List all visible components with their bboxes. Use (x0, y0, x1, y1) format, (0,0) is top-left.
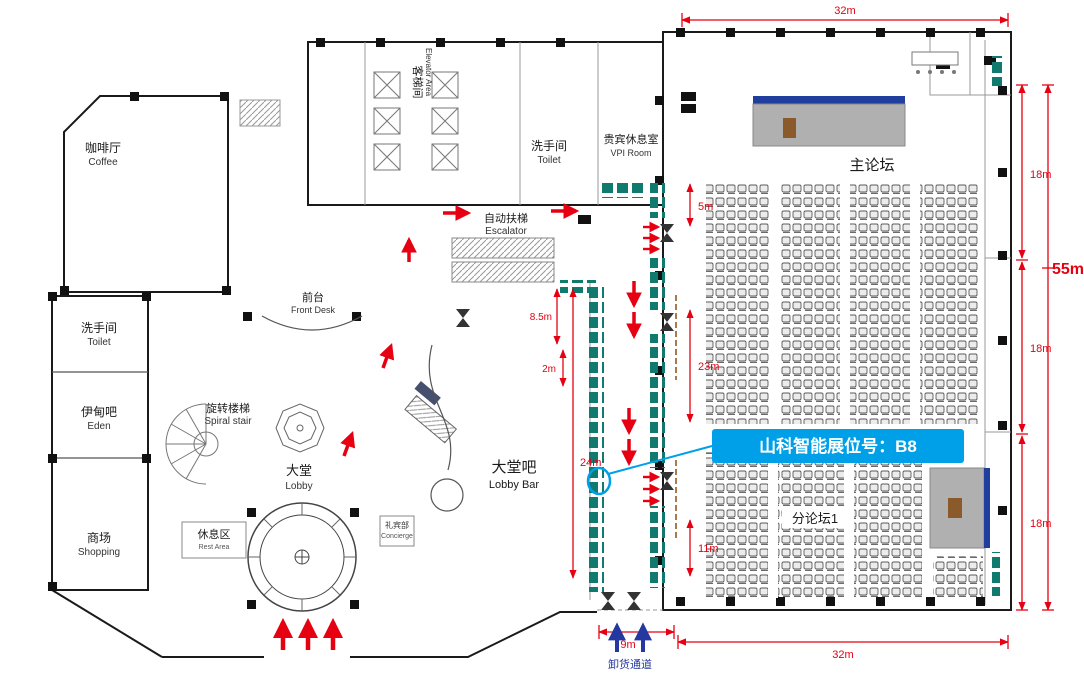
seating-aisles (770, 182, 920, 424)
dim-23m: 23m (698, 361, 719, 373)
spiral-stair-label-en: Spiral stair (204, 416, 252, 427)
callout-box (712, 429, 964, 463)
unloading-arrows (608, 622, 652, 652)
escalator-shape (451, 237, 555, 283)
concierge-label-en: Concierge (381, 533, 413, 540)
booth-highlight-circle (586, 466, 612, 496)
eden-label-zh: 伊甸吧 (81, 405, 117, 419)
vip-room-label-en: VPI Room (610, 148, 651, 158)
lobby-bar-escalator (404, 344, 464, 512)
main-forum-stage (752, 96, 906, 147)
main-forum-label: 主论坛 (849, 157, 894, 174)
dim-18m-2: 18m (1030, 343, 1051, 355)
door-symbols (601, 224, 674, 610)
lobby-label-zh: 大堂 (286, 463, 312, 478)
toilet-top-label-zh: 洗手间 (531, 139, 567, 153)
dim-18m-1: 18m (1030, 169, 1051, 181)
concierge-desk (379, 515, 415, 547)
concierge-label-zh: 礼宾部 (385, 520, 409, 530)
sub-seating-aisles (768, 452, 854, 598)
side-seating (933, 556, 983, 598)
service-stair (239, 99, 281, 127)
lobby-bar-label-en: Lobby Bar (489, 479, 539, 491)
spiral-stair-shape (165, 403, 219, 485)
dim-24m: 24m (580, 457, 601, 469)
door-symbol (456, 309, 470, 327)
booth-callout: 山科智能展位号：B8 (586, 429, 964, 496)
front-desk-label-en: Front Desk (291, 305, 336, 315)
dim-bottom-32m: 32m (832, 649, 853, 661)
dim-18m-3: 18m (1030, 518, 1051, 530)
dim-top-32m: 32m (834, 5, 855, 17)
dim-2m: 2m (542, 364, 556, 375)
rest-area-box (181, 521, 247, 559)
coffee-label-en: Coffee (88, 157, 118, 168)
dim-55m: 55m (1052, 261, 1084, 278)
escalator-label-zh: 自动扶梯 (484, 211, 528, 225)
sub-forum-stage (929, 467, 990, 549)
sub-forum-label: 分论坛1 (792, 511, 838, 526)
toilet-top-label-en: Toilet (537, 155, 561, 166)
elevator-label-en: Elevator Area (424, 48, 433, 97)
dim-5m: 5m (698, 201, 713, 213)
visitor-flow-arrows (272, 203, 661, 650)
dim-9m: 9m (620, 639, 635, 651)
podium-icon (948, 498, 962, 518)
expo-booth-strips (560, 56, 1002, 596)
podium-icon (783, 118, 796, 138)
eden-label-en: Eden (87, 421, 110, 432)
dimension-lines (553, 13, 1054, 649)
sub-forum-label-bg (782, 509, 848, 528)
escalator-label-en: Escalator (485, 226, 527, 237)
dim-11m: 11m (698, 543, 719, 555)
vip-room-label-zh: 贵宾休息室 (604, 132, 659, 146)
lobby-bar-label-zh: 大堂吧 (491, 459, 536, 476)
toilet-left-label-zh: 洗手间 (81, 321, 117, 335)
vip-table (911, 51, 959, 74)
front-desk-label-zh: 前台 (302, 290, 324, 304)
coffee-label-zh: 咖啡厅 (85, 140, 121, 155)
elevator-bank (373, 71, 459, 171)
spiral-stair-label-zh: 旋转楼梯 (206, 401, 250, 415)
dim-8-5m: 8.5m (530, 312, 552, 323)
octagon-feature (275, 403, 325, 453)
lobby-label-en: Lobby (285, 481, 312, 492)
shopping-label-zh: 商场 (87, 530, 111, 545)
shopping-label-en: Shopping (78, 547, 120, 558)
toilet-left-label-en: Toilet (87, 337, 111, 348)
lobby-floor-circle (247, 502, 357, 612)
room-labels: 咖啡厅 Coffee 洗手间 Toilet 贵宾休息室 VPI Room 客梯间… (78, 48, 895, 671)
front-desk-shape (261, 315, 363, 331)
elevator-label-zh: 客梯间 (411, 66, 425, 99)
unloading-label: 卸货通道 (608, 657, 652, 671)
rest-area-label-en: Rest Area (199, 544, 230, 551)
rest-area-label-zh: 休息区 (198, 527, 231, 541)
dimension-labels: 32m 32m 9m 55m 18m 18m 18m 5m 23m 11m 24… (530, 5, 1084, 661)
callout-text: 山科智能展位号：B8 (759, 436, 917, 456)
